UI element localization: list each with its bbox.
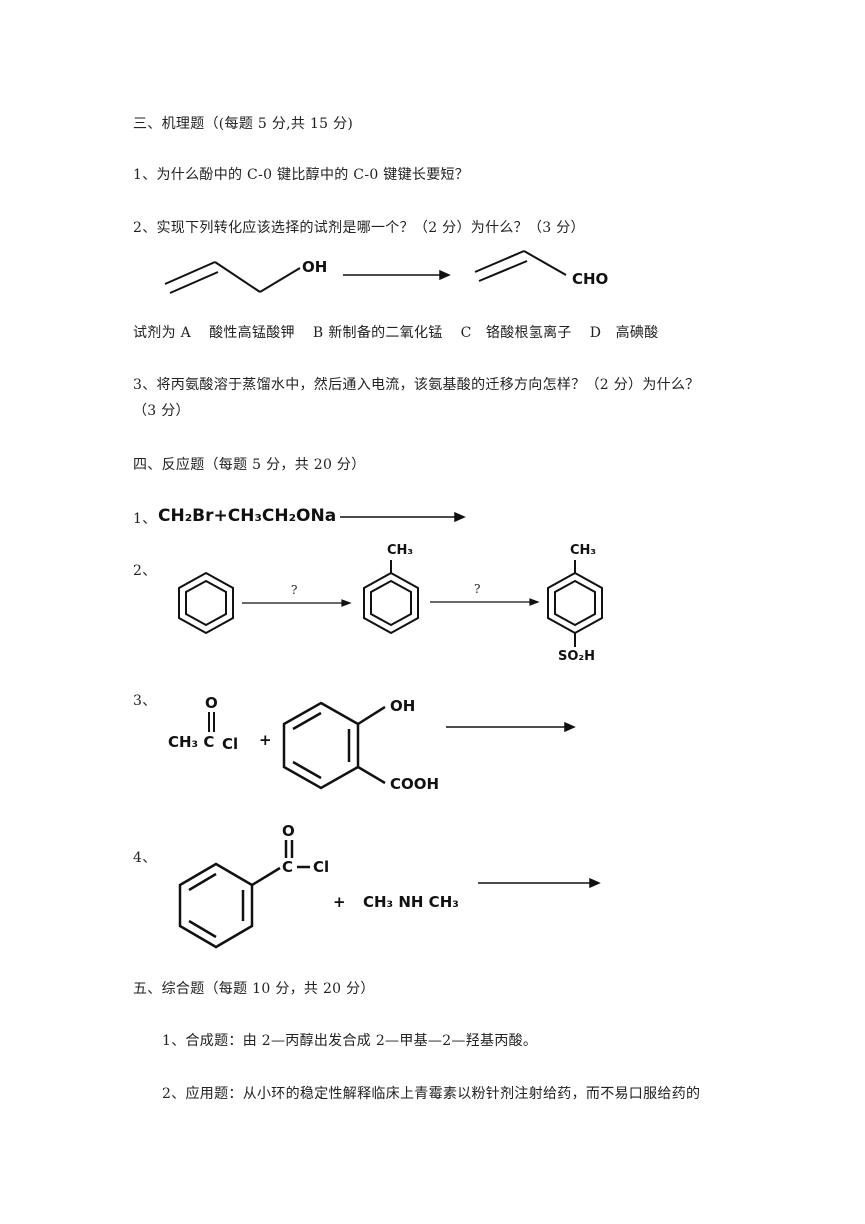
- aldehyde-group-label: CHO: [572, 270, 609, 288]
- section5-question-1: 1、合成题：由 2—丙醇出发合成 2—甲基—2—羟基丙酸。: [162, 1033, 538, 1049]
- benzoyl-chloride-ring: [178, 840, 310, 949]
- reagent-option-a: 酸性高锰酸钾: [209, 325, 295, 341]
- acetyl-chloride-bonds: [208, 712, 215, 732]
- benzoyl-carbon-label: C: [282, 858, 294, 876]
- section4-heading: 四、反应题（每题 5 分，共 20 分）: [133, 457, 366, 473]
- acetyl-chlorine-label: Cl: [222, 735, 239, 753]
- reagent-option-d: D 高碘酸: [589, 325, 659, 341]
- reagent-option-b: B 新制备的二氧化锰: [312, 325, 443, 341]
- reaction-arrow-1: [340, 511, 466, 523]
- dimethylamine-label: CH₃ NH CH₃: [363, 893, 459, 911]
- toluene-methyl-label: CH₃: [387, 543, 414, 558]
- tosic-acid-ring: [547, 560, 603, 647]
- reaction-arrow-2b: [430, 598, 540, 606]
- section5-question-2: 2、应用题：从小环的稳定性解释临床上青霉素以粉针剂注射给药，而不易口服给药的: [162, 1086, 701, 1102]
- section5-heading: 五、综合题（每题 10 分，共 20 分）: [133, 981, 375, 997]
- sulfonic-group-label: SO₂H: [558, 649, 595, 664]
- toluene-ring: [363, 560, 419, 635]
- acetyl-ch3c-label: CH₃ C: [168, 733, 215, 751]
- benzene-ring-1: [178, 571, 234, 635]
- reaction-arrow-4: [478, 877, 601, 889]
- reaction-4-plus: +: [333, 893, 346, 911]
- acrolein-structure: [474, 250, 567, 282]
- reaction-arrow-2a: [242, 599, 352, 607]
- allyl-alcohol-structure: [164, 261, 301, 294]
- hydroxyl-group-label: OH: [302, 258, 328, 276]
- acetyl-oxygen-label: O: [205, 694, 218, 712]
- reaction-3-plus: +: [259, 731, 272, 749]
- salicylic-hydroxyl-label: OH: [390, 697, 416, 715]
- section3-question-3-line1: 3、将丙氨酸溶于蒸馏水中，然后通入电流，该氨基酸的迁移方向怎样？（2 分）为什么…: [133, 377, 700, 393]
- reaction-3-number: 3、: [133, 693, 157, 709]
- benzoyl-chlorine-label: Cl: [313, 858, 330, 876]
- reaction-arrow-3: [446, 721, 576, 733]
- salicylic-carboxyl-label: COOH: [390, 775, 440, 793]
- reaction-2-reagent-2: ?: [474, 582, 481, 596]
- section3-heading: 三、机理题（(每题 5 分,共 15 分): [133, 116, 354, 132]
- salicylic-acid-ring: [282, 701, 386, 790]
- section3-question-3-line2: （3 分）: [133, 403, 190, 419]
- tosic-methyl-label: CH₃: [570, 543, 597, 558]
- reagent-option-c: C 铬酸根氢离子: [460, 325, 572, 341]
- reaction-1-number: 1、: [133, 511, 157, 527]
- reagent-prefix: 试剂为 A: [133, 325, 192, 341]
- reaction-arrow-q2: [343, 269, 451, 281]
- section3-question-1: 1、为什么酚中的 C-0 键比醇中的 C-0 键键长要短？: [133, 167, 470, 183]
- reaction-1-reactants: CH₂Br+CH₃CH₂ONa: [158, 506, 337, 526]
- reaction-2-number: 2、: [133, 563, 157, 579]
- reaction-2-reagent-1: ?: [291, 583, 298, 597]
- benzoyl-oxygen-label: O: [282, 822, 295, 840]
- section3-q2-options: 试剂为 A 酸性高锰酸钾 B 新制备的二氧化锰 C 铬酸根氢离子 D 高碘酸: [133, 322, 676, 342]
- section3-question-2: 2、实现下列转化应该选择的试剂是哪一个？（2 分）为什么？（3 分）: [133, 220, 585, 236]
- reaction-4-number: 4、: [133, 850, 157, 866]
